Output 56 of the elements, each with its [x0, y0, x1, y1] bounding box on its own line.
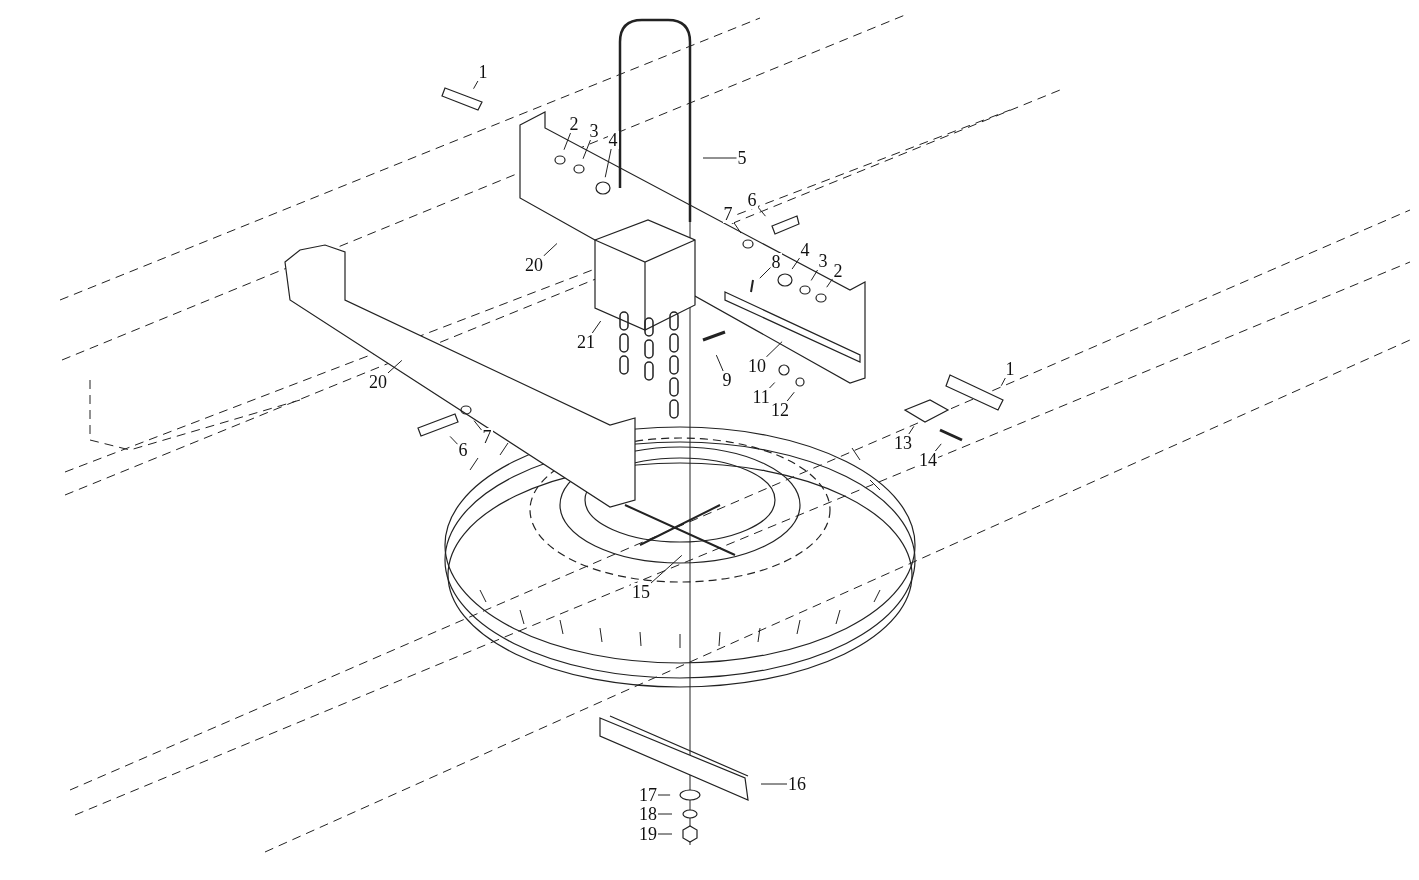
leader-line [387, 359, 403, 374]
callout-number: 7 [481, 428, 493, 446]
callout-number: 15 [631, 583, 651, 601]
leader-line [543, 243, 558, 257]
leader-line [765, 341, 783, 358]
callout-number: 16 [787, 775, 807, 793]
leader-line [810, 269, 819, 281]
callout-number: 18 [638, 805, 658, 823]
callout-number: 3 [817, 252, 829, 270]
callout-number: 10 [747, 357, 767, 375]
callout-number: 5 [736, 149, 748, 167]
leader-line [473, 420, 482, 431]
leader-line [715, 354, 724, 372]
leader-line [934, 443, 942, 452]
leader-line [760, 783, 788, 785]
leader-line [1000, 377, 1006, 387]
callout-number: 8 [770, 253, 782, 271]
callout-number: 20 [524, 256, 544, 274]
callout-number: 1 [477, 63, 489, 81]
leader-line [657, 833, 673, 835]
callout-number: 2 [832, 262, 844, 280]
callout-number: 4 [799, 241, 811, 259]
callout-number: 2 [568, 115, 580, 133]
callout-number: 17 [638, 786, 658, 804]
callout-number: 21 [576, 333, 596, 351]
leader-line [473, 80, 479, 90]
callout-number: 7 [722, 205, 734, 223]
leader-line [757, 206, 766, 217]
callout-number: 6 [746, 191, 758, 209]
callout-number: 14 [918, 451, 938, 469]
leader-line [908, 425, 915, 435]
callout-number: 6 [457, 441, 469, 459]
leader-line [563, 132, 571, 151]
callout-number: 1 [1004, 360, 1016, 378]
leader-line [582, 139, 591, 160]
leader-line [791, 257, 800, 270]
callout-number: 12 [770, 401, 790, 419]
leader-line [702, 157, 737, 159]
leader-line [657, 794, 671, 796]
callout-number: 19 [638, 825, 658, 843]
leader-line [786, 391, 795, 402]
leader-line [657, 813, 673, 815]
leader-line [759, 267, 771, 279]
callout-number: 4 [607, 131, 619, 149]
callout-number: 20 [368, 373, 388, 391]
callout-number: 13 [893, 434, 913, 452]
callout-number: 11 [751, 388, 771, 406]
leader-line [604, 148, 612, 178]
leader-line [826, 278, 833, 288]
callout-number: 3 [588, 122, 600, 140]
leader-line [650, 554, 683, 584]
leader-line [733, 221, 742, 234]
leader-line [769, 382, 776, 389]
leader-line [591, 320, 602, 334]
callout-number: 9 [721, 371, 733, 389]
leader-line [449, 435, 458, 445]
